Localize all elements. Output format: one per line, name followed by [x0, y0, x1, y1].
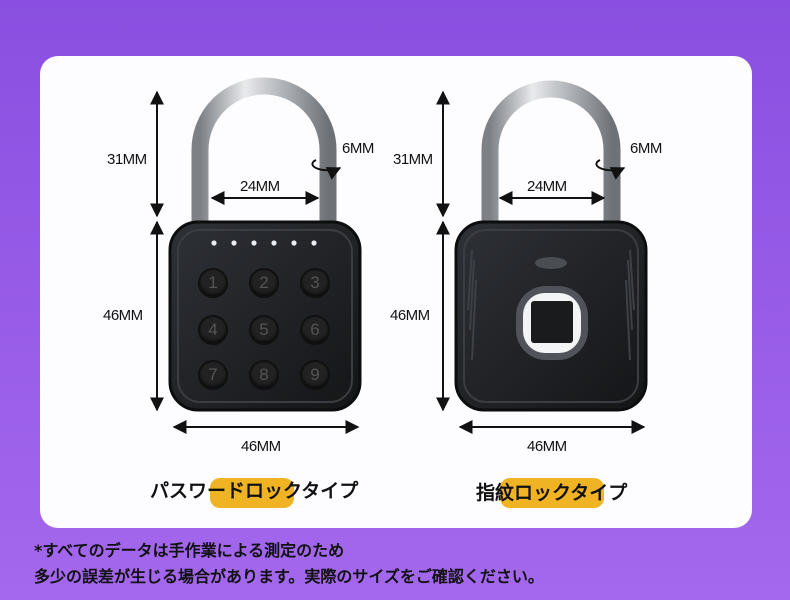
- right-dimension-lines: [436, 90, 646, 434]
- right-shackle-width-label: 24MM: [527, 178, 567, 195]
- keypad-key-3: 3: [300, 268, 330, 298]
- keypad-key-1: 1: [198, 268, 228, 298]
- left-caption: パスワードロックタイプ: [150, 480, 359, 502]
- keypad-key-5: 5: [249, 315, 279, 345]
- left-body-width-label: 46MM: [241, 438, 281, 455]
- keypad-key-9: 9: [300, 360, 330, 390]
- left-caption-highlight: [210, 478, 294, 508]
- left-dimension-lines: [150, 90, 360, 434]
- keypad-key-4: 4: [198, 315, 228, 345]
- fingerprint-sensor-icon: [531, 301, 573, 343]
- right-shackle-thickness-label: 6MM: [630, 140, 662, 157]
- left-shackle: [191, 77, 337, 232]
- indicator-lights: [211, 240, 317, 246]
- right-caption: 指紋ロックタイプ: [476, 482, 628, 504]
- keypad-key-7: 7: [198, 360, 228, 390]
- keypad-key-2: 2: [249, 268, 279, 298]
- measurement-note-line2: 多少の誤差が生じる場合があります。実際のサイズをご確認ください。: [34, 567, 544, 586]
- right-body-width-label: 46MM: [527, 438, 567, 455]
- fingerprint-lock: [454, 80, 648, 412]
- right-shackle-height-label: 31MM: [393, 151, 433, 168]
- left-shackle-thickness-label: 6MM: [342, 140, 374, 157]
- right-caption-highlight: [500, 478, 604, 508]
- left-shackle-width-label: 24MM: [240, 178, 280, 195]
- left-body-height-label: 46MM: [103, 307, 143, 324]
- keypad-key-6: 6: [300, 315, 330, 345]
- left-shackle-height-label: 31MM: [107, 151, 147, 168]
- keypad-key-8: 8: [249, 360, 279, 390]
- right-body-height-label: 46MM: [390, 307, 430, 324]
- sensor-top-oval: [535, 257, 567, 269]
- right-shackle: [481, 80, 621, 232]
- measurement-note-line1: *すべてのデータは手作業による測定のため: [34, 541, 345, 560]
